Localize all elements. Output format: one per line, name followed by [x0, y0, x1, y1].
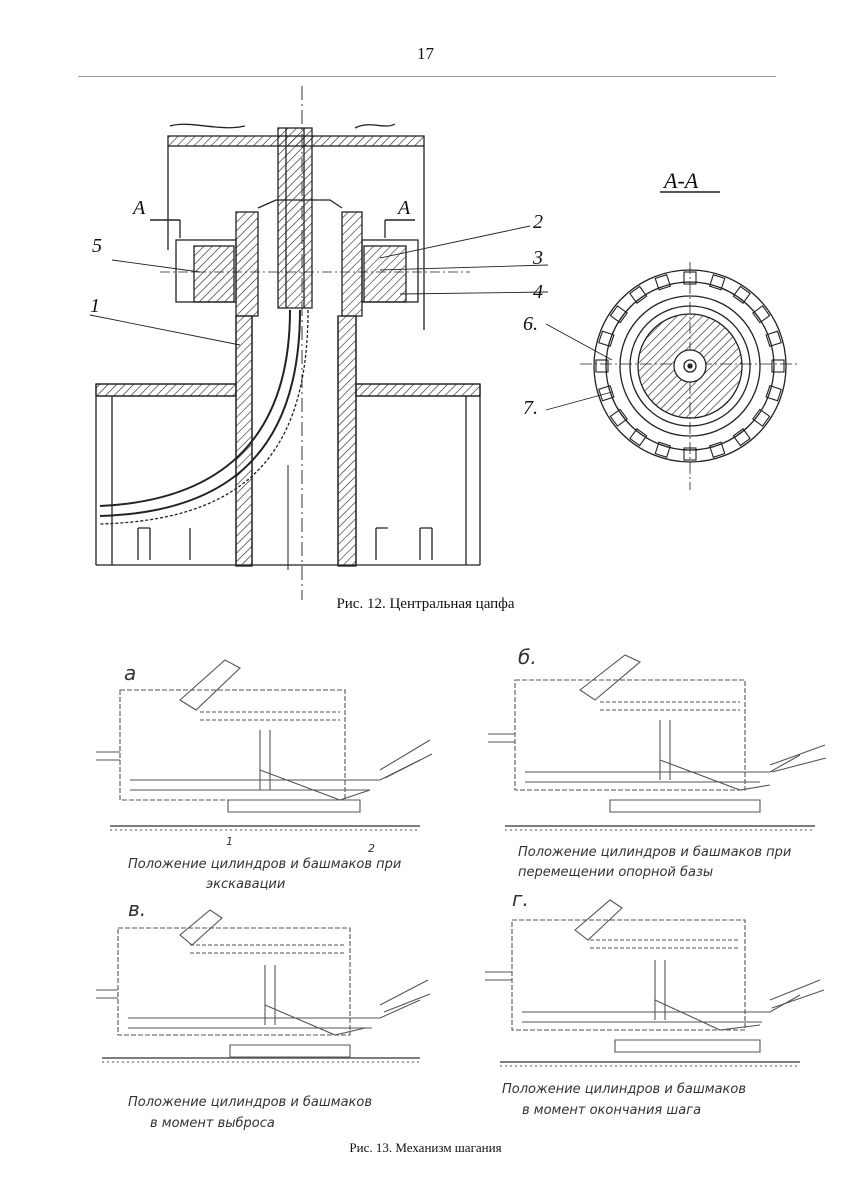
panel-a-caption-line-1: Положение цилиндров и башмаков при — [128, 857, 401, 872]
panel-a-callout-2: 2 — [368, 842, 375, 855]
page-number: 17 — [417, 44, 434, 63]
header-rule — [78, 76, 776, 77]
figure-12-caption: Рис. 12. Центральная цапфа — [336, 596, 515, 612]
figure-13-caption: Рис. 13. Механизм шагания — [349, 1140, 502, 1155]
panel-a-callout-1: 1 — [226, 835, 233, 848]
callout-5: 5 — [92, 235, 102, 257]
panel-b-caption-line-2: перемещении опорной базы — [518, 865, 713, 880]
panel-g-letter: г. — [512, 887, 529, 911]
panel-a-letter: a — [124, 661, 136, 685]
walking-sketch-g — [485, 899, 825, 1067]
callout-7: 7. — [523, 397, 538, 419]
callout-4: 4 — [533, 281, 543, 303]
section-mark-a-right: A — [396, 197, 411, 219]
panel-g-caption-line-2: в момент окончания шага — [522, 1103, 701, 1118]
panel-g-caption-line-1: Положение цилиндров и башмаков — [502, 1082, 746, 1097]
walking-sketch-a — [96, 659, 433, 831]
panel-b-caption-line-1: Положение цилиндров и башмаков при — [518, 845, 791, 860]
walking-panel-labels: a б. в. г. 1 2 Положение цилиндров и баш… — [124, 645, 791, 1131]
callout-3: 3 — [532, 247, 543, 269]
trunnion-section-drawing — [95, 86, 481, 600]
callout-2: 2 — [533, 211, 543, 233]
callout-6: 6. — [523, 313, 538, 335]
panel-b-letter: б. — [518, 645, 537, 669]
panel-v-caption-line-1: Положение цилиндров и башмаков — [128, 1095, 372, 1110]
panel-v-caption-line-2: в момент выброса — [150, 1116, 275, 1131]
panel-v-letter: в. — [128, 897, 146, 921]
callout-1: 1 — [90, 295, 100, 317]
bolt-ring — [595, 271, 785, 461]
walking-sketch-b — [488, 654, 827, 831]
section-mark-a-left: A — [131, 197, 146, 219]
panel-a-caption-line-2: экскавации — [206, 877, 285, 892]
section-label-aa: A-A — [662, 168, 699, 193]
callout-labels-fig12: A A A-A 1 2 3 4 5 6. 7. — [90, 168, 699, 419]
callout-leaders-fig12 — [89, 225, 613, 411]
walking-sketch-v — [96, 909, 431, 1063]
section-aa-drawing — [580, 191, 800, 490]
